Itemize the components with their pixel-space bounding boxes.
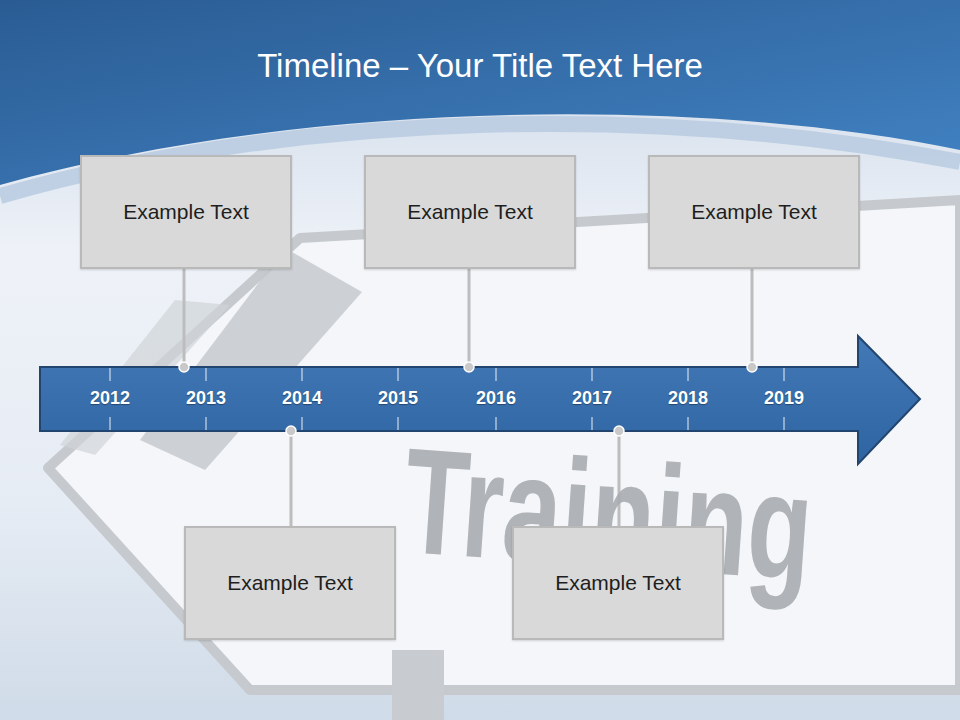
year-label: 2013 [186, 388, 226, 408]
slide-title: Timeline – Your Title Text Here [257, 47, 703, 84]
anchor-dot [464, 362, 474, 372]
text-box: Example Text [512, 526, 724, 640]
box-text: Example Text [123, 199, 249, 225]
title-row: Timeline – Your Title Text Here [0, 44, 960, 88]
year-slot: 2019 [744, 387, 824, 409]
text-box: Example Text [80, 155, 292, 269]
year-slot: 2016 [456, 387, 536, 409]
year-slot: 2013 [166, 387, 246, 409]
anchor-dot [747, 362, 757, 372]
year-label: 2017 [572, 388, 612, 408]
year-label: 2019 [764, 388, 804, 408]
year-label: 2015 [378, 388, 418, 408]
leader-line [751, 269, 754, 367]
box-text: Example Text [227, 570, 353, 596]
arrow-body [40, 336, 920, 464]
text-box: Example Text [184, 526, 396, 640]
text-box: Example Text [648, 155, 860, 269]
box-text: Example Text [555, 570, 681, 596]
year-slot: 2014 [262, 387, 342, 409]
sign-plate [48, 200, 960, 690]
box-text: Example Text [407, 199, 533, 225]
box-text: Example Text [691, 199, 817, 225]
year-slot: 2012 [70, 387, 150, 409]
year-label: 2014 [282, 388, 322, 408]
year-label: 2012 [90, 388, 130, 408]
text-box: Example Text [364, 155, 576, 269]
anchor-dot [614, 426, 624, 436]
year-slot: 2015 [358, 387, 438, 409]
anchor-dot [179, 362, 189, 372]
anchor-dot [286, 426, 296, 436]
leader-line [468, 269, 471, 367]
leader-line [290, 431, 293, 526]
year-label: 2016 [476, 388, 516, 408]
leader-line [183, 269, 186, 367]
year-slot: 2017 [552, 387, 632, 409]
year-label: 2018 [668, 388, 708, 408]
timeline-arrow: 2012 2013 2014 2015 2016 2017 2018 2019 [38, 335, 922, 465]
year-slot: 2018 [648, 387, 728, 409]
sign-pole [392, 650, 444, 720]
